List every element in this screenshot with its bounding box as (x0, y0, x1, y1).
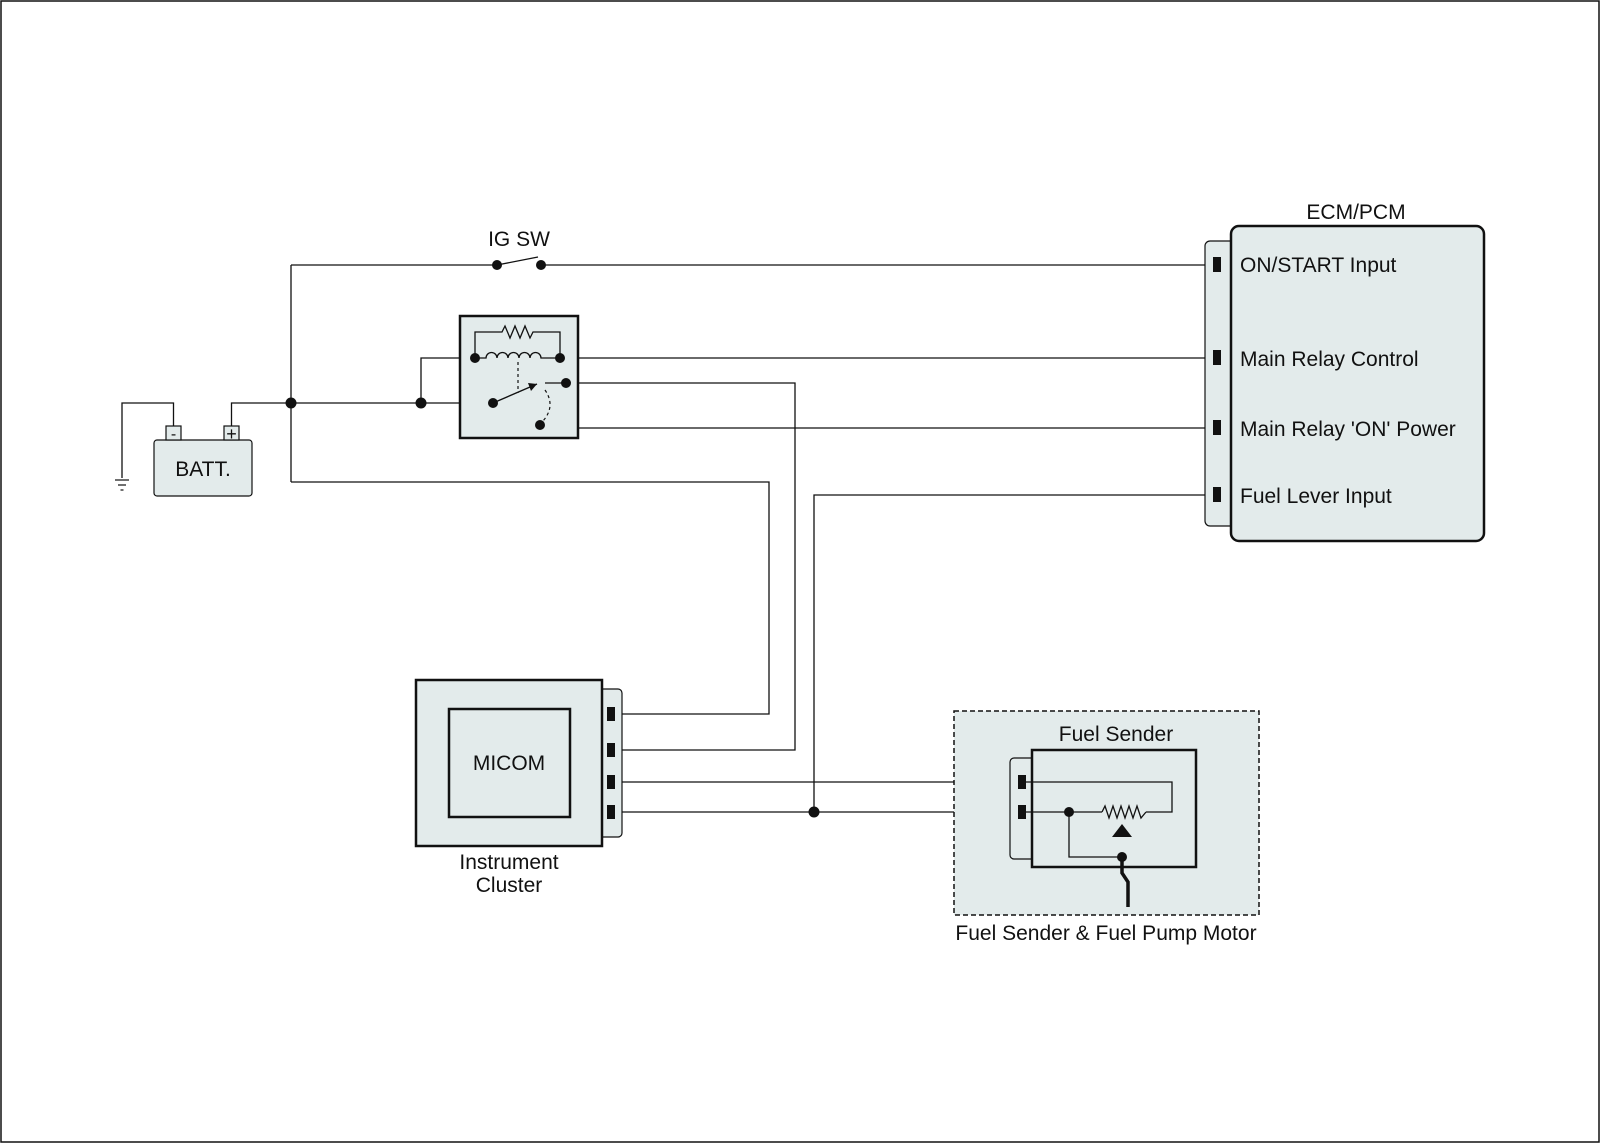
ecm-pin-main-relay-control: Main Relay Control (1240, 348, 1419, 371)
instrument-cluster: MICOM Instrument Cluster (414, 678, 623, 897)
cluster-label-line1: Instrument (459, 851, 558, 874)
battery-negative-label: - (171, 426, 176, 443)
fuel-module-label: Fuel Sender & Fuel Pump Motor (955, 922, 1256, 945)
ecm-pin-fuel-lever-input: Fuel Lever Input (1240, 485, 1392, 508)
battery-label: BATT. (175, 458, 231, 481)
fuel-sender-pump-module: Fuel Sender Fuel Sender & Fuel Pump Moto… (953, 710, 1260, 945)
main-relay (458, 314, 580, 440)
cluster-label-line2: Cluster (476, 874, 543, 897)
battery-positive-label: + (226, 424, 237, 444)
junction-dots (285, 397, 820, 818)
ecm-title: ECM/PCM (1306, 201, 1405, 224)
ecm-pin-main-relay-on-power: Main Relay 'ON' Power (1240, 418, 1456, 441)
ground-symbol (115, 402, 175, 491)
ecm-pin-on-start-input: ON/START Input (1240, 254, 1397, 277)
micom-label: MICOM (473, 752, 545, 775)
ig-switch-label: IG SW (488, 228, 550, 251)
battery: - + BATT. (153, 424, 253, 497)
fuel-sender-label: Fuel Sender (1059, 723, 1173, 746)
ecm-pcm: ECM/PCM ON/START Input Main Relay Contro… (1204, 201, 1486, 543)
ig-switch: IG SW (488, 228, 550, 270)
